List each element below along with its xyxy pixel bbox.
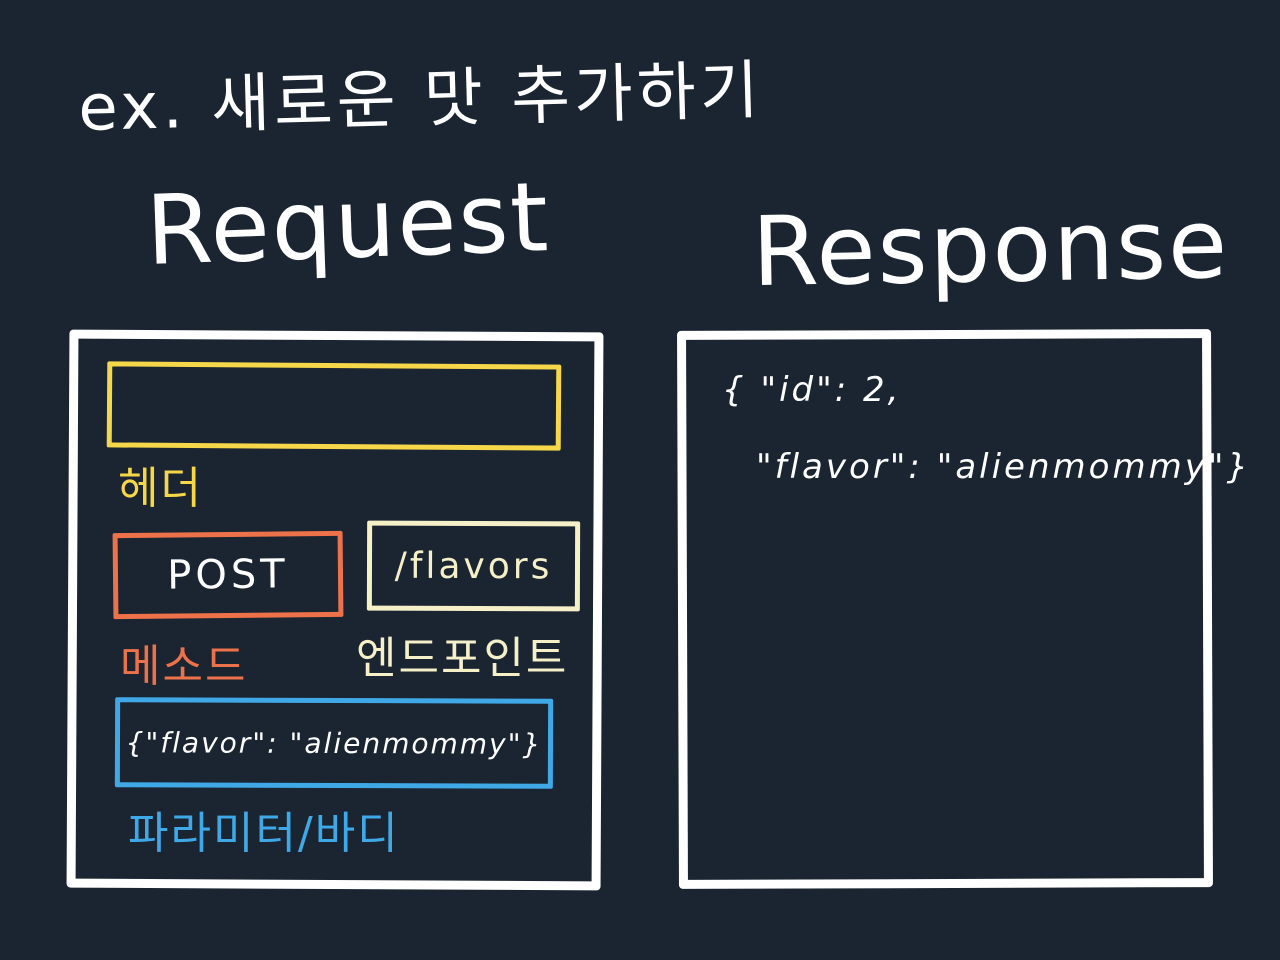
method-box: POST	[112, 530, 344, 620]
page-title: ex. 새로운 맛 추가하기	[77, 54, 764, 146]
method-value: POST	[167, 551, 289, 599]
body-box: {"flavor": "alienmommy"}	[114, 697, 554, 789]
endpoint-value: /flavors	[394, 545, 553, 587]
response-line-flavor: "flavor": "alienmommy"}	[756, 447, 1252, 487]
body-value: {"flavor": "alienmommy"}	[125, 725, 543, 761]
body-label: 파라미터/바디	[128, 808, 400, 859]
endpoint-label: 엔드포인트	[356, 633, 569, 684]
endpoint-box: /flavors	[366, 520, 581, 612]
response-heading: Response	[751, 187, 1231, 309]
method-label: 메소드	[120, 641, 248, 692]
header-label: 헤더	[118, 463, 203, 514]
response-panel	[677, 329, 1213, 889]
header-box	[106, 361, 562, 451]
response-line-id: { "id": 2,	[722, 370, 902, 410]
request-heading: Request	[144, 160, 552, 288]
